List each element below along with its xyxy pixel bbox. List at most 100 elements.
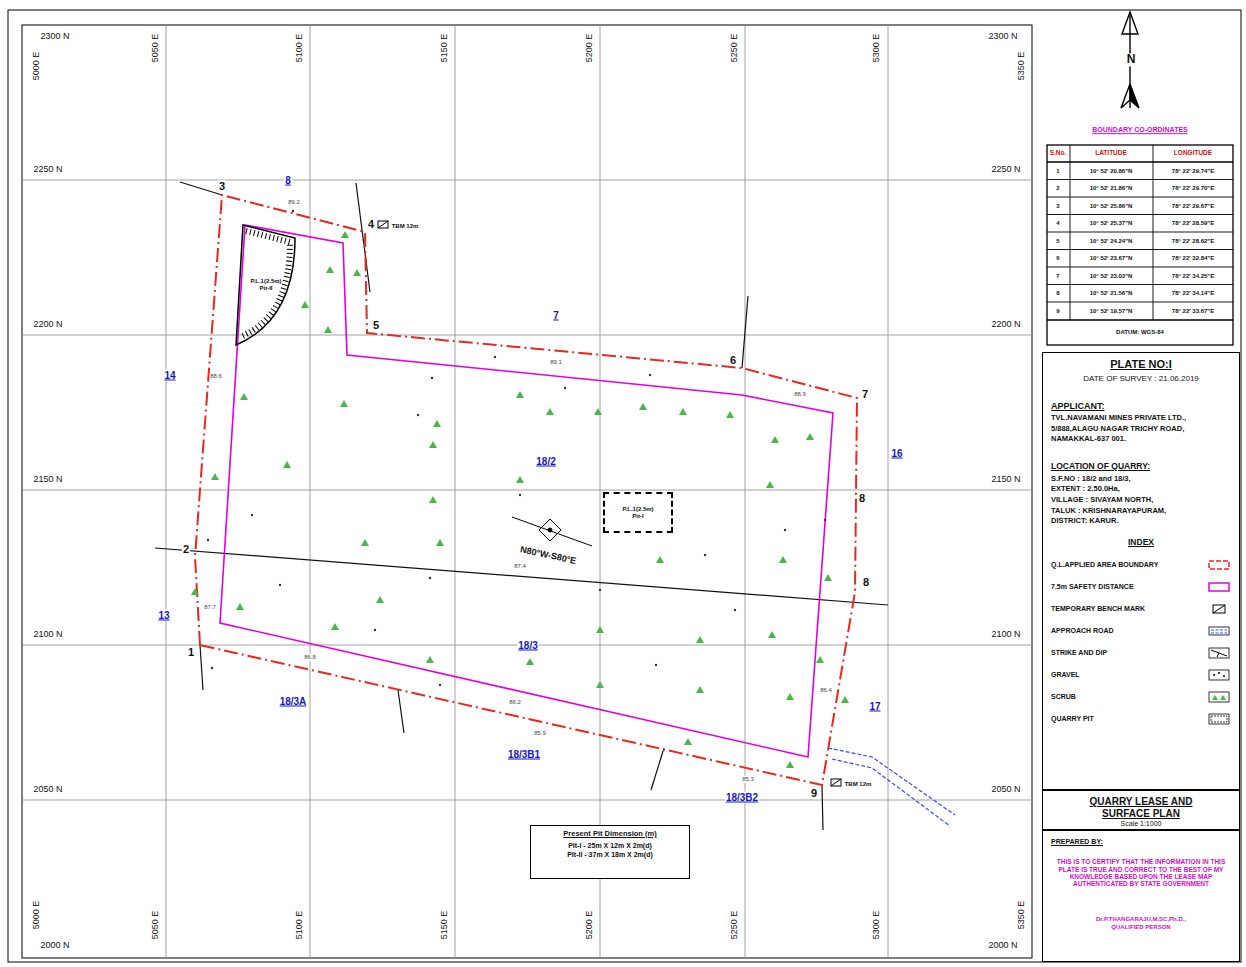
table-cell: 78° 22' 34.14"E [1172,290,1214,297]
quarry-pit-outline: P.L.1(2.5m)Pit-II [236,225,296,345]
table-cell: 10° 52' 25.37"N [1090,220,1133,227]
gravel-symbol [649,374,651,376]
approach-road [828,748,955,826]
pit-hatch [240,231,290,337]
grid-label: 5050 E [151,34,161,63]
table-cell: 7 [1056,272,1059,279]
table-cell: 5 [1056,237,1059,244]
grid-label: 2100 N [991,630,1020,640]
legend-row: TEMPORARY BENCH MARK [1051,598,1231,620]
node-text: Scale 1:1000 [1051,820,1231,828]
gravel-sample [1209,670,1229,680]
scrub-symbol [429,496,437,503]
grid-label: 5000 E [32,52,42,81]
scrub-symbol [771,436,779,443]
north-tail [1130,84,1139,108]
legend-sample [1207,581,1231,593]
scrub-symbol [331,623,339,630]
scrub-symbol [786,693,794,700]
safety-sample [1209,583,1229,591]
spot-height: 85.3 [742,776,754,783]
table-rule [1047,179,1233,180]
strike-dip-symbol [512,517,592,546]
table-cell: 1 [1056,167,1059,174]
grid-line [600,25,601,958]
grid-label: 5300 E [872,911,882,940]
scrub-symbol [596,626,604,633]
table-cell: 10° 52' 23.67"N [1090,255,1133,262]
grid-label: 2200 N [991,320,1020,330]
gravel-symbol [564,387,566,389]
gravel-symbol [429,577,431,579]
grid-label: 5250 E [730,34,740,63]
grid-line [22,800,1032,801]
bench-mark [378,221,388,228]
legend-row: QUARRY PIT [1051,708,1231,730]
table-header: S.No. [1050,149,1067,156]
grid-label: 2300 N [988,32,1017,42]
grid-line [455,25,456,958]
north-label: N [1126,53,1137,66]
north-head [1122,12,1138,34]
bench-mark-symbols [378,221,841,786]
scrub-symbol [806,433,814,440]
survey-number: 18/3B1 [507,749,541,760]
table-rule [1047,319,1233,320]
table-rule [1047,284,1233,285]
scrub-symbol [340,400,348,407]
survey-number: 13 [157,610,170,621]
scrub-symbol [283,461,291,468]
node-text: INDEX [1051,538,1231,548]
scrub-symbol [191,588,199,595]
node-text: TVL.NAVAMANI MINES PRIVATE LTD., [1051,414,1231,423]
table-rule [1047,302,1233,303]
point-number: 5 [372,319,380,331]
spot-height: 86.8 [304,654,316,661]
grid-label: 5250 E [730,911,740,940]
node-text: 5/888,ALAGU NAGAR TRICHY ROAD, [1051,425,1231,434]
north-tail [1121,84,1130,108]
bench-sample [1213,605,1225,613]
cadastral-line [651,748,664,790]
grid-label: 2150 N [33,475,62,485]
grid-line [22,490,1032,491]
table-cell: 10° 52' 21.86"N [1090,185,1133,192]
scrub-symbol [786,761,794,768]
scrub-symbol [436,539,444,546]
survey-number: 18/3 [517,640,538,651]
node-text: EXTENT : 2.50.0Ha, [1051,485,1231,494]
gravel-symbol [519,494,521,496]
table-cell: 10° 52' 21.56"N [1090,290,1133,297]
legend-text: SCRUB [1051,693,1076,701]
table-rule [1047,232,1233,233]
scrub-symbol [824,574,832,581]
gravel-symbol [599,589,601,591]
spot-height: 88.9 [794,391,806,398]
scrub-sample [1212,695,1218,700]
node-text: Pit-I - 25m X 12m X 2m(d) [537,842,683,850]
road-sample [1209,627,1229,635]
table-cell: 10° 52' 24.24"N [1090,237,1133,244]
gravel-symbol [704,554,706,556]
node-text: Pit-II [260,285,273,292]
gravel-symbol [784,529,786,531]
bench-mark-label: TBM 12m [392,223,419,230]
spot-height: 89.2 [288,199,300,206]
spot-height: 87.7 [204,604,216,611]
strike-line [512,517,592,546]
grid-line [888,25,889,958]
table-cell: 78° 22' 28.59"E [1172,220,1214,227]
table-rule [1047,214,1233,215]
node-text: NAMAKKAL-637 001. [1051,435,1231,444]
legend-row: STRIKE AND DIP [1051,642,1231,664]
legend-sample [1207,559,1231,571]
legend-sample [1207,603,1231,615]
grid-label: 2050 N [991,785,1020,795]
grid-lines [22,25,1032,958]
table-cell: 8 [1056,290,1059,297]
point-number: 8 [862,576,870,588]
point-number: 3 [218,180,226,192]
pit-edge [236,225,295,345]
table-header: LONGITUDE [1174,149,1212,156]
scrub-symbol [766,481,774,488]
